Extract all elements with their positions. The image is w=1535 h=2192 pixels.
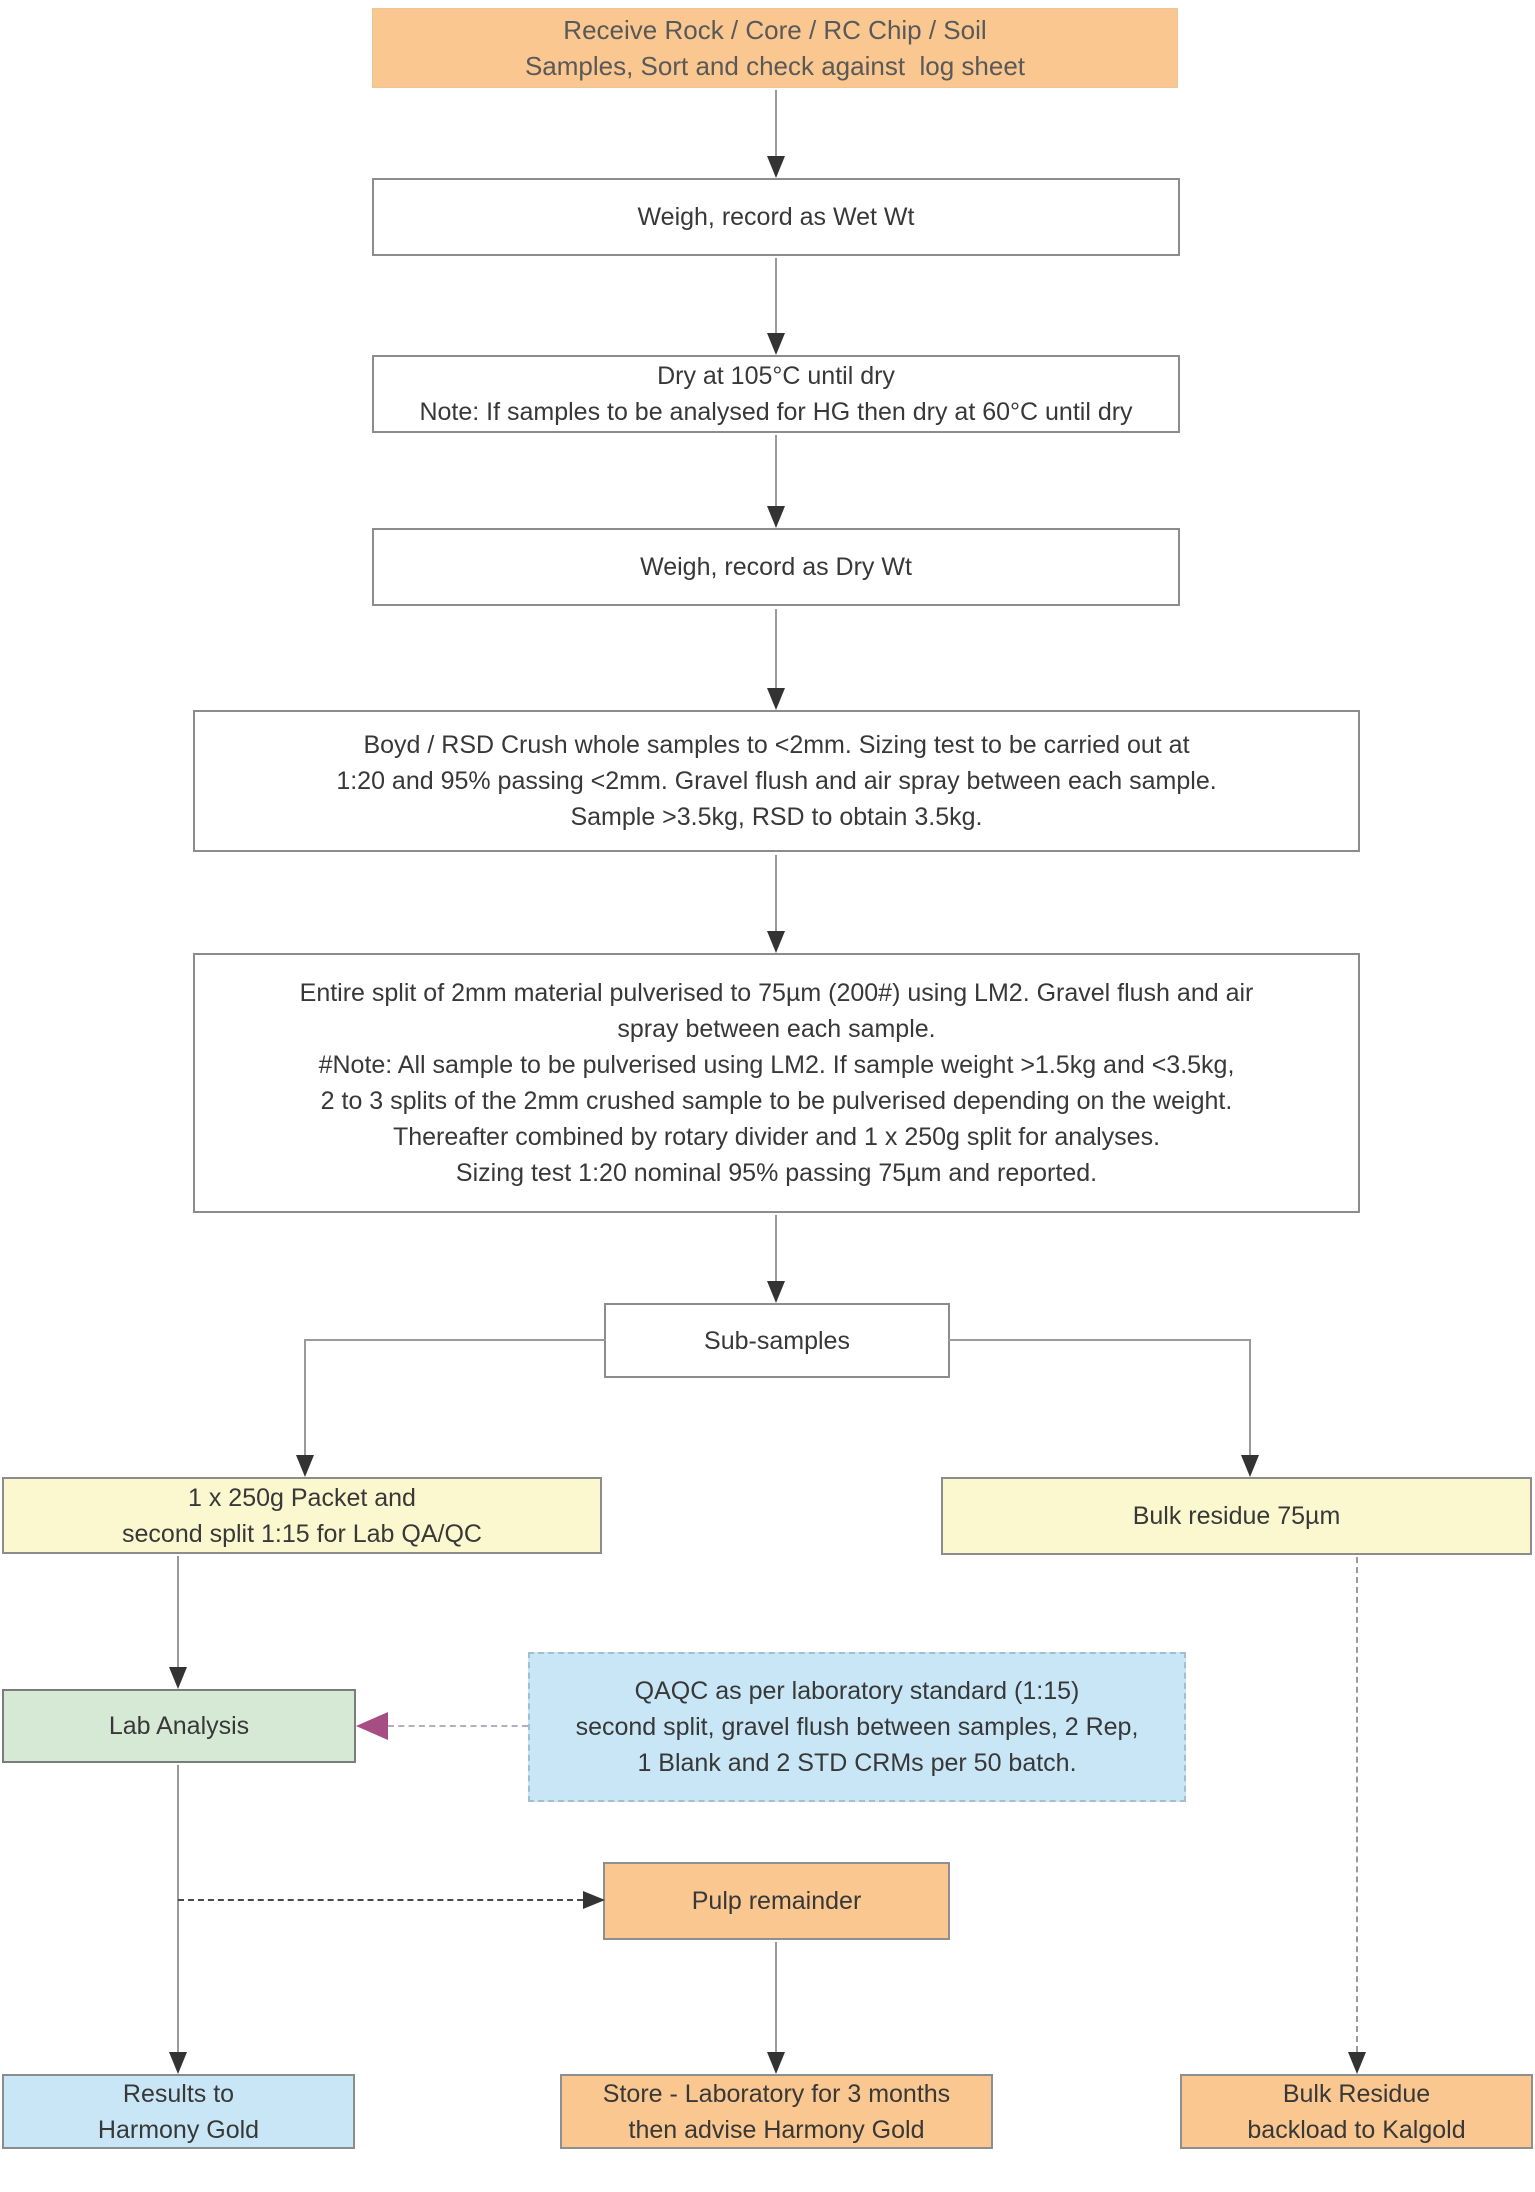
arrowhead-down-icon [767, 2052, 785, 2074]
arrowhead-right-icon [583, 1891, 605, 1909]
node-pulp-remainder: Pulp remainder [603, 1862, 950, 1940]
arrowhead-left-icon [356, 1712, 388, 1740]
connector-line [177, 1765, 179, 2054]
node-sub-samples-label: Sub-samples [704, 1326, 850, 1355]
arrowhead-down-icon [1241, 1455, 1259, 1477]
node-dry-samples: Dry at 105°C until dry Note: If samples … [372, 355, 1180, 433]
arrowhead-down-icon [296, 1455, 314, 1477]
connector-line [304, 1339, 606, 1341]
node-bulk-residue-backload-label: Bulk Residue backload to Kalgold [1247, 2079, 1466, 2144]
node-weigh-dry: Weigh, record as Dry Wt [372, 528, 1180, 606]
connector-line [177, 1556, 179, 1671]
node-pulp-remainder-label: Pulp remainder [691, 1887, 862, 1915]
node-receive-samples: Receive Rock / Core / RC Chip / Soil Sam… [372, 8, 1178, 88]
connector-line [948, 1339, 1250, 1341]
connector-dashed-line [1356, 1557, 1358, 2052]
node-dry-samples-label: Dry at 105°C until dry Note: If samples … [419, 362, 1133, 426]
connector-line [775, 855, 777, 933]
node-bulk-residue: Bulk residue 75µm [941, 1477, 1532, 1555]
connector-line [775, 1942, 777, 2054]
node-lab-analysis-label: Lab Analysis [108, 1712, 250, 1740]
node-packet-split-label: 1 x 250g Packet and second split 1:15 fo… [122, 1483, 482, 1548]
node-weigh-wet-label: Weigh, record as Wet Wt [637, 203, 915, 231]
arrowhead-down-icon [767, 333, 785, 355]
node-packet-split: 1 x 250g Packet and second split 1:15 fo… [2, 1477, 602, 1554]
connector-line [775, 90, 777, 158]
node-qaqc-note-label: QAQC as per laboratory standard (1:15) s… [575, 1677, 1139, 1777]
connector-line [1249, 1339, 1251, 1457]
node-qaqc-note: QAQC as per laboratory standard (1:15) s… [528, 1652, 1186, 1802]
node-weigh-dry-label: Weigh, record as Dry Wt [640, 553, 912, 581]
node-receive-samples-label: Receive Rock / Core / RC Chip / Soil Sam… [524, 15, 1026, 81]
connector-dashed-line [178, 1899, 583, 1901]
arrowhead-down-icon [767, 506, 785, 528]
connector-dashed-line [388, 1725, 528, 1727]
arrowhead-down-icon [767, 1281, 785, 1303]
connector-line [775, 435, 777, 508]
node-crush: Boyd / RSD Crush whole samples to <2mm. … [193, 710, 1360, 852]
node-crush-label: Boyd / RSD Crush whole samples to <2mm. … [336, 731, 1217, 831]
connector-line [775, 1215, 777, 1283]
node-lab-analysis: Lab Analysis [2, 1689, 356, 1763]
node-weigh-wet: Weigh, record as Wet Wt [372, 178, 1180, 256]
node-results-harmony-gold: Results to Harmony Gold [2, 2074, 355, 2149]
node-bulk-residue-label: Bulk residue 75µm [1132, 1502, 1341, 1530]
node-pulverise-label: Entire split of 2mm material pulverised … [299, 979, 1254, 1187]
arrowhead-down-icon [169, 2052, 187, 2074]
node-bulk-residue-backload: Bulk Residue backload to Kalgold [1180, 2074, 1533, 2149]
arrowhead-down-icon [767, 156, 785, 178]
arrowhead-down-icon [767, 688, 785, 710]
connector-line [775, 258, 777, 335]
node-sub-samples: Sub-samples [604, 1303, 950, 1378]
connector-line [304, 1339, 306, 1457]
node-store-laboratory: Store - Laboratory for 3 months then adv… [560, 2074, 993, 2149]
node-store-laboratory-label: Store - Laboratory for 3 months then adv… [602, 2079, 951, 2144]
node-pulverise: Entire split of 2mm material pulverised … [193, 953, 1360, 1213]
node-results-harmony-gold-label: Results to Harmony Gold [97, 2079, 260, 2144]
arrowhead-down-icon [169, 1667, 187, 1689]
arrowhead-down-icon [767, 931, 785, 953]
connector-line [775, 609, 777, 690]
arrowhead-down-icon [1348, 2052, 1366, 2074]
